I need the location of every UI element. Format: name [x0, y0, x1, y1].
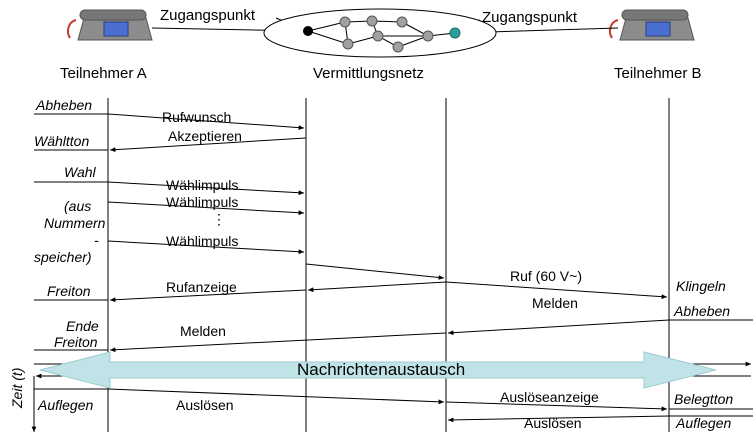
msg-ausloesen-a: Auslösen [176, 397, 234, 413]
msg-rufanzeige: Rufanzeige [166, 279, 237, 295]
event-a-nummern: Nummern [44, 215, 106, 231]
message-exchange-band [39, 351, 717, 389]
subscriber-b-label: Teilnehmer B [614, 65, 702, 82]
lifelines [107, 98, 670, 432]
arrow-akzeptieren [109, 137, 307, 153]
event-a-dash: - [94, 232, 99, 248]
event-a-ende-freiton: Freiton [54, 334, 98, 350]
event-a-aus: (aus [64, 198, 91, 214]
arrow-waehlimpuls-2 [107, 201, 305, 216]
msg-waehlimpuls-3: Wählimpuls [166, 233, 238, 249]
msg-waehlimpuls-1: Wählimpuls [166, 177, 238, 193]
arrow-rufwunsch [107, 113, 305, 131]
time-axis-label: Zeit (t) [9, 368, 25, 409]
msg-waehlimpuls-2: Wählimpuls [166, 194, 238, 210]
arrow-rufanzeige-a [109, 289, 307, 303]
event-a-waehlton: Wähltton [34, 133, 89, 149]
msg-rufwunsch: Rufwunsch [162, 109, 231, 125]
arrow-waehlimpuls-3 [107, 240, 305, 255]
msg-akzeptieren: Akzeptieren [168, 128, 242, 144]
arrow-ausloesen-b [447, 415, 670, 423]
event-a-ende: Ende [66, 318, 99, 334]
msg-ruf: Ruf (60 V~) [510, 268, 582, 284]
event-a-wahl: Wahl [64, 164, 97, 180]
arrow-rufanzeige-b [307, 281, 447, 293]
telephone-b-icon [609, 9, 695, 41]
msg-ausloesen-b: Auslösen [524, 415, 582, 431]
telephone-a-icon [67, 9, 153, 41]
arrow-melden-b [447, 319, 670, 336]
event-b-klingeln: Klingeln [676, 278, 726, 294]
msg-melden-a: Melden [180, 323, 226, 339]
event-b-abheben: Abheben [673, 303, 730, 319]
msg-ausloeseanzeige: Auslöseanzeige [500, 389, 599, 405]
msg-ellipsis: ⋮ [212, 211, 226, 227]
arrow-waehlimpuls-1 [107, 181, 305, 196]
event-b-auflegen: Auflegen [675, 415, 731, 431]
message-exchange-label: Nachrichtenaustausch [297, 360, 465, 379]
event-b-belegtton: Belegtton [674, 391, 733, 407]
arrow-melden-a [109, 332, 447, 353]
switching-network-label: Vermittlungsnetz [313, 65, 424, 82]
switching-network-icon [263, 8, 497, 58]
access-point-right-label: Zugangspunkt [482, 9, 578, 26]
access-point-left-label: Zugangspunkt [160, 7, 256, 24]
event-a-speicher: speicher) [34, 249, 92, 265]
arrow-ruf [445, 281, 668, 300]
arrow-exchange-forward [305, 263, 445, 280]
arrow-ausloesen-a [107, 388, 445, 405]
arrow-ausloeseanzeige [445, 401, 668, 412]
event-a-freiton: Freiton [47, 283, 91, 299]
msg-melden-b: Melden [532, 295, 578, 311]
event-a-abheben: Abheben [35, 97, 92, 113]
event-a-auflegen: Auflegen [37, 397, 93, 413]
subscriber-a-label: Teilnehmer A [60, 65, 147, 82]
